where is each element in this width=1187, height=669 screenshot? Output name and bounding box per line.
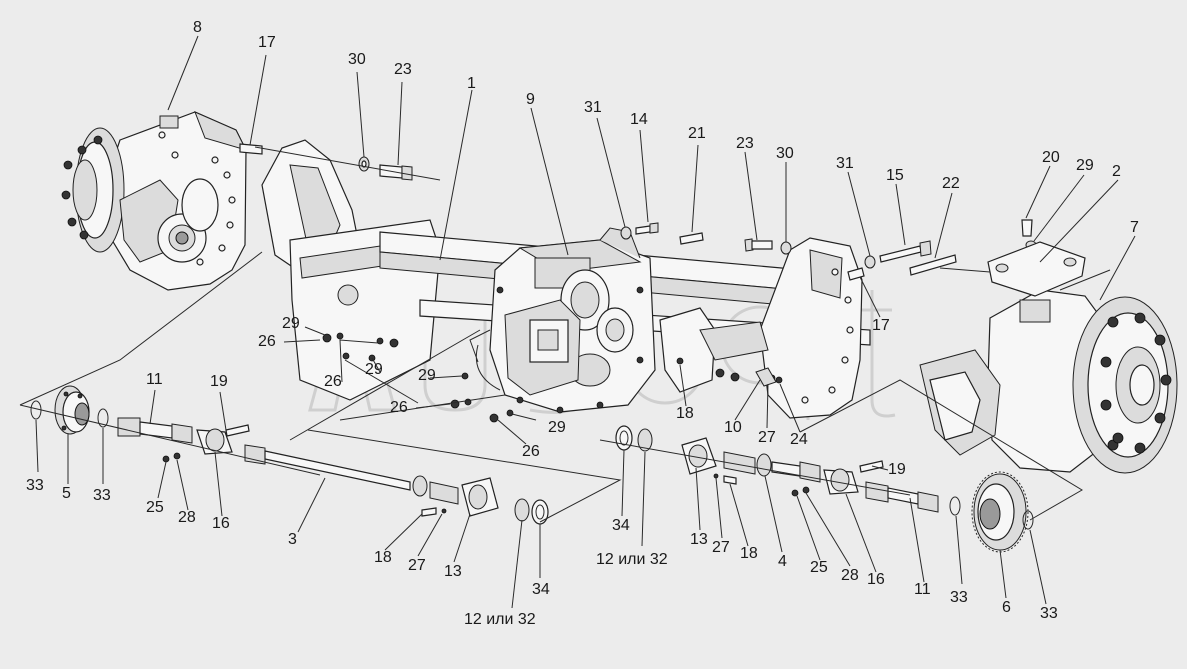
callout-label: 26 — [390, 399, 408, 416]
callout-label: 16 — [212, 515, 230, 532]
callout-label: 9 — [526, 91, 535, 108]
callout-label: 33 — [93, 487, 111, 504]
callout-label: 33 — [26, 477, 44, 494]
callout-label: 14 — [630, 111, 648, 128]
callout-label: 29 — [282, 315, 300, 332]
callout-label: 29 — [548, 419, 566, 436]
callout-label: 31 — [584, 99, 602, 116]
callout-label: 15 — [886, 167, 904, 184]
callout-label: 25 — [146, 499, 164, 516]
callout-label: 10 — [724, 419, 742, 436]
right-final-drive-hub — [919, 289, 1178, 474]
callout-label: 29 — [1076, 157, 1094, 174]
callout-label: 30 — [776, 145, 794, 162]
callout-label: 27 — [408, 557, 426, 574]
callout-label: 4 — [778, 553, 787, 570]
callout-label: 5 — [62, 485, 71, 502]
callout-label: 30 — [348, 51, 366, 68]
callout-label: 20 — [1042, 149, 1060, 166]
fasteners-top — [239, 143, 1086, 297]
callout-label: 7 — [1130, 219, 1139, 236]
callout-label: 17 — [258, 34, 276, 51]
callout-label: 8 — [193, 19, 202, 36]
callout-label: 12 или 32 — [464, 611, 536, 628]
callout-label: 27 — [758, 429, 776, 446]
callout-label: 6 — [1002, 599, 1011, 616]
callout-label: 24 — [790, 431, 808, 448]
central-gearbox — [469, 227, 656, 414]
callout-label: 28 — [841, 567, 859, 584]
callout-label: 29 — [418, 367, 436, 384]
callout-label: 23 — [736, 135, 754, 152]
callout-label: 1 — [467, 75, 476, 92]
callout-label: 11 — [914, 581, 931, 598]
callout-label: 18 — [740, 545, 758, 562]
left-final-drive-hub — [61, 111, 247, 291]
callout-label: 26 — [522, 443, 540, 460]
callout-label: 16 — [867, 571, 885, 588]
callout-label: 2 — [1112, 163, 1121, 180]
callout-label: 3 — [288, 531, 297, 548]
callout-label: 26 — [258, 333, 276, 350]
callout-label: 18 — [374, 549, 392, 566]
callout-label: 21 — [688, 125, 706, 142]
leader-lines — [19, 35, 1136, 609]
callout-label: 11 — [146, 371, 163, 388]
callout-label: 33 — [950, 589, 968, 606]
callout-label: 31 — [836, 155, 854, 172]
left-driveline — [30, 385, 549, 525]
callout-label: 25 — [810, 559, 828, 576]
callout-label: 13 — [690, 531, 708, 548]
right-driveline — [615, 425, 1034, 553]
callout-label: 19 — [210, 373, 228, 390]
callout-label: 26 — [324, 373, 342, 390]
callout-label: 28 — [178, 509, 196, 526]
callout-label: 34 — [612, 517, 630, 534]
callout-label: 13 — [444, 563, 462, 580]
callout-label: 23 — [394, 61, 412, 78]
callout-label: 29 — [365, 361, 383, 378]
callout-label: 34 — [532, 581, 550, 598]
callout-label: 19 — [888, 461, 906, 478]
callout-label: 18 — [676, 405, 694, 422]
callout-label: 22 — [942, 175, 960, 192]
callout-label: 27 — [712, 539, 730, 556]
callout-label: 12 или 32 — [596, 551, 668, 568]
callout-label: 33 — [1040, 605, 1058, 622]
callout-label: 17 — [872, 317, 890, 334]
